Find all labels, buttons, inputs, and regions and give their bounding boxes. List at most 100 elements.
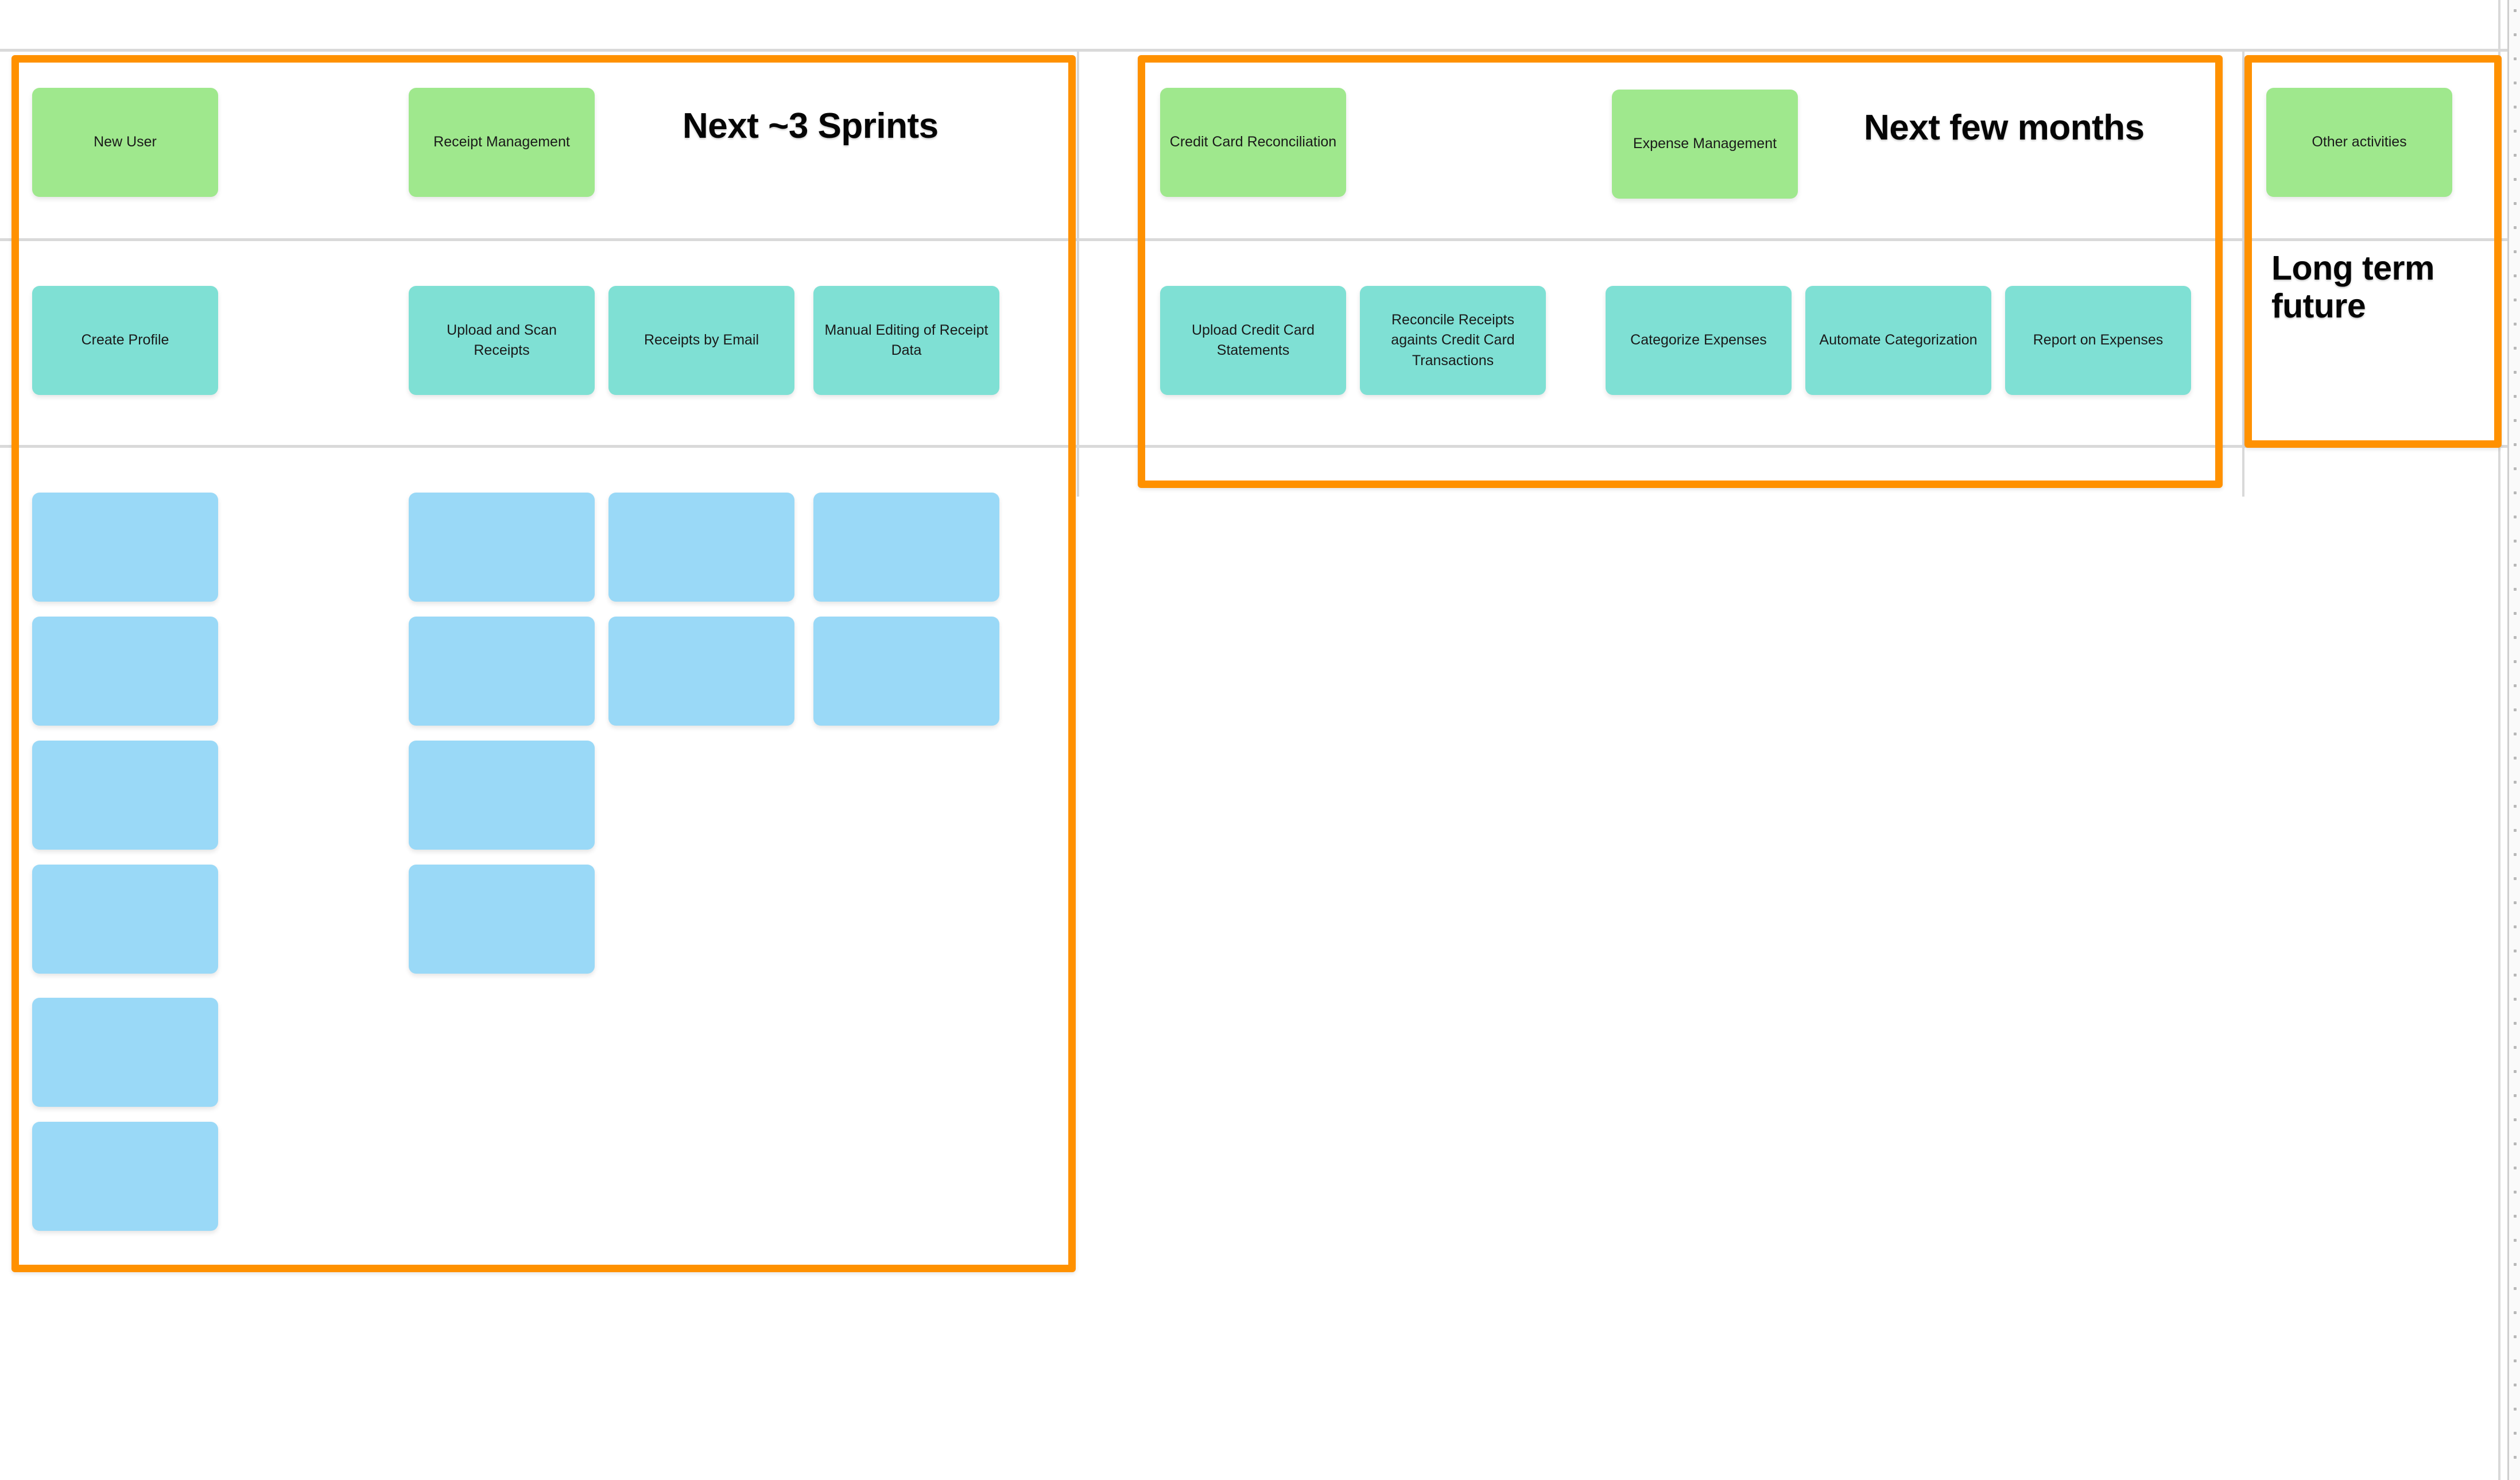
card-label: Create Profile [81, 332, 169, 348]
card-upload-credit-card-statements[interactable]: Upload Credit Card Statements [1160, 286, 1346, 395]
ruler-tick [2514, 395, 2517, 398]
card-label: Receipt Management [433, 134, 570, 150]
ruler-tick [2514, 516, 2517, 518]
lane-title-next-few-months: Next few months [1864, 108, 2145, 148]
card-story-c2-r1[interactable] [409, 493, 595, 602]
card-label: Expense Management [1633, 135, 1777, 152]
ruler-tick [2514, 1046, 2517, 1049]
card-story-c2-r4[interactable] [409, 865, 595, 974]
card-story-c1-r2[interactable] [32, 617, 218, 726]
card-label: Credit Card Reconciliation [1169, 134, 1337, 150]
card-create-profile[interactable]: Create Profile [32, 286, 218, 395]
ruler-tick [2514, 154, 2517, 157]
ruler-tick [2514, 1118, 2517, 1121]
ruler-tick [2514, 660, 2517, 663]
card-story-c2-r2[interactable] [409, 617, 595, 726]
ruler-tick [2514, 491, 2517, 494]
card-report-on-expenses[interactable]: Report on Expenses [2005, 286, 2191, 395]
card-story-c3-r2[interactable] [608, 617, 794, 726]
card-receipt-management[interactable]: Receipt Management [409, 88, 595, 197]
ruler-tick [2514, 347, 2517, 350]
frame-next-few-months[interactable] [1138, 55, 2223, 488]
card-automate-categorization[interactable]: Automate Categorization [1805, 286, 1991, 395]
ruler-tick [2514, 901, 2517, 904]
ruler-tick [2514, 371, 2517, 374]
card-label: Reconcile Receipts againts Credit Card T… [1391, 311, 1515, 369]
column-divider-2 [2242, 49, 2244, 497]
ruler-tick [2514, 805, 2517, 808]
ruler-tick [2514, 82, 2517, 84]
card-story-c1-r3[interactable] [32, 741, 218, 850]
card-categorize-expenses[interactable]: Categorize Expenses [1606, 286, 1792, 395]
ruler-tick [2514, 178, 2517, 181]
ruler-tick [2514, 202, 2517, 205]
ruler-tick [2514, 1191, 2517, 1194]
card-upload-and-scan-receipts[interactable]: Upload and Scan Receipts [409, 286, 595, 395]
card-story-c1-r5[interactable] [32, 998, 218, 1107]
ruler-tick [2514, 33, 2517, 36]
lane-divider-top [0, 49, 2507, 52]
ruler-tick [2514, 636, 2517, 639]
card-story-c1-r6[interactable] [32, 1122, 218, 1231]
card-new-user[interactable]: New User [32, 88, 218, 197]
ruler-tick [2514, 106, 2517, 109]
ruler-tick [2514, 1359, 2517, 1362]
lane-divider-epics [0, 238, 2507, 241]
ruler-tick [2514, 925, 2517, 928]
card-manual-editing-of-receipt-data[interactable]: Manual Editing of Receipt Data [813, 286, 999, 395]
lane-title-next-3-sprints: Next ~3 Sprints [683, 106, 939, 146]
column-divider-1 [1077, 49, 1079, 497]
card-story-c4-r2[interactable] [813, 617, 999, 726]
ruler-tick [2514, 684, 2517, 687]
ruler-tick [2514, 1167, 2517, 1169]
ruler-tick [2514, 226, 2517, 229]
card-receipts-by-email[interactable]: Receipts by Email [608, 286, 794, 395]
card-story-c2-r3[interactable] [409, 741, 595, 850]
ruler-tick [2514, 274, 2517, 277]
ruler-tick [2514, 1142, 2517, 1145]
ruler-tick [2514, 1070, 2517, 1073]
card-story-c1-r4[interactable] [32, 865, 218, 974]
ruler-tick [2514, 950, 2517, 952]
ruler-tick [2514, 853, 2517, 856]
ruler-tick [2514, 1022, 2517, 1025]
card-label: Manual Editing of Receipt Data [824, 321, 988, 359]
ruler-tick [2514, 1287, 2517, 1290]
card-story-c1-r1[interactable] [32, 493, 218, 602]
ruler-tick [2514, 733, 2517, 735]
frame-next-3-sprints[interactable] [11, 55, 1076, 1272]
ruler-tick [2514, 250, 2517, 253]
ruler-tick [2514, 974, 2517, 977]
ruler-tick [2514, 877, 2517, 880]
ruler-tick [2514, 564, 2517, 567]
card-label: Report on Expenses [2033, 332, 2164, 348]
ruler-tick [2514, 829, 2517, 832]
ruler-tick [2514, 1408, 2517, 1411]
ruler-tick [2514, 998, 2517, 1001]
card-reconcile-receipts-against-credit-card-transactions[interactable]: Reconcile Receipts againts Credit Card T… [1360, 286, 1546, 395]
ruler-tick [2514, 57, 2517, 60]
ruler-tick [2514, 9, 2517, 12]
ruler-tick [2514, 1263, 2517, 1266]
card-label: Receipts by Email [643, 332, 759, 348]
ruler-tick [2514, 419, 2517, 422]
card-expense-management[interactable]: Expense Management [1612, 90, 1798, 199]
ruler-tick [2514, 1239, 2517, 1242]
card-story-c3-r1[interactable] [608, 493, 794, 602]
ruler-tick [2514, 757, 2517, 760]
board-ruler-strip[interactable] [2507, 0, 2520, 1480]
card-label: Upload and Scan Receipts [447, 321, 557, 359]
frame-long-term-future[interactable] [2244, 55, 2502, 448]
card-story-c4-r1[interactable] [813, 493, 999, 602]
lane-divider-activities [0, 445, 2507, 448]
card-other-activities[interactable]: Other activities [2266, 88, 2452, 197]
card-label: Other activities [2312, 134, 2407, 150]
card-credit-card-reconciliation[interactable]: Credit Card Reconciliation [1160, 88, 1346, 197]
card-label: Automate Categorization [1819, 332, 1978, 348]
ruler-tick [2514, 612, 2517, 615]
lane-title-long-term-future: Long term future [2271, 249, 2434, 326]
ruler-tick [2514, 781, 2517, 784]
ruler-tick [2514, 1456, 2517, 1459]
ruler-tick [2514, 443, 2517, 446]
